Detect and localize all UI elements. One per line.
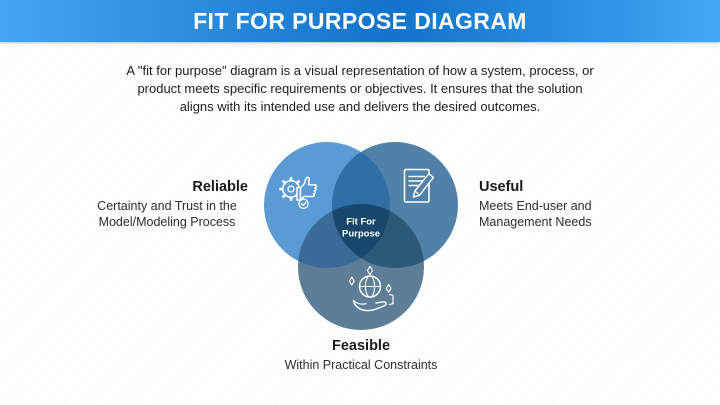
useful-title: Useful: [479, 179, 524, 195]
slide-title: FIT FOR PURPOSE DIAGRAM: [193, 7, 527, 34]
feasible-title: Feasible: [331, 338, 391, 354]
reliable-label-block: Reliable Certainty and Trust in the Mode…: [86, 179, 248, 230]
venn-center-label: Fit For Purpose: [341, 216, 381, 240]
feasible-description: Within Practical Constraints: [284, 358, 438, 372]
reliable-description: Certainty and Trust in the Model/Modelin…: [97, 199, 237, 229]
header-bar: FIT FOR PURPOSE DIAGRAM: [0, 0, 720, 42]
useful-label-block: Useful Meets End-user and Management Nee…: [479, 179, 649, 230]
hand-globe-icon: [348, 265, 394, 312]
feasible-label-block: Feasible Within Practical Constraints: [211, 338, 511, 374]
document-pencil-icon: [403, 168, 435, 203]
reliable-title: Reliable: [192, 179, 248, 195]
slide-description: A "fit for purpose" diagram is a visual …: [126, 63, 594, 114]
useful-description: Meets End-user and Management Needs: [479, 199, 592, 229]
gear-thumbs-up-icon: [279, 176, 318, 210]
